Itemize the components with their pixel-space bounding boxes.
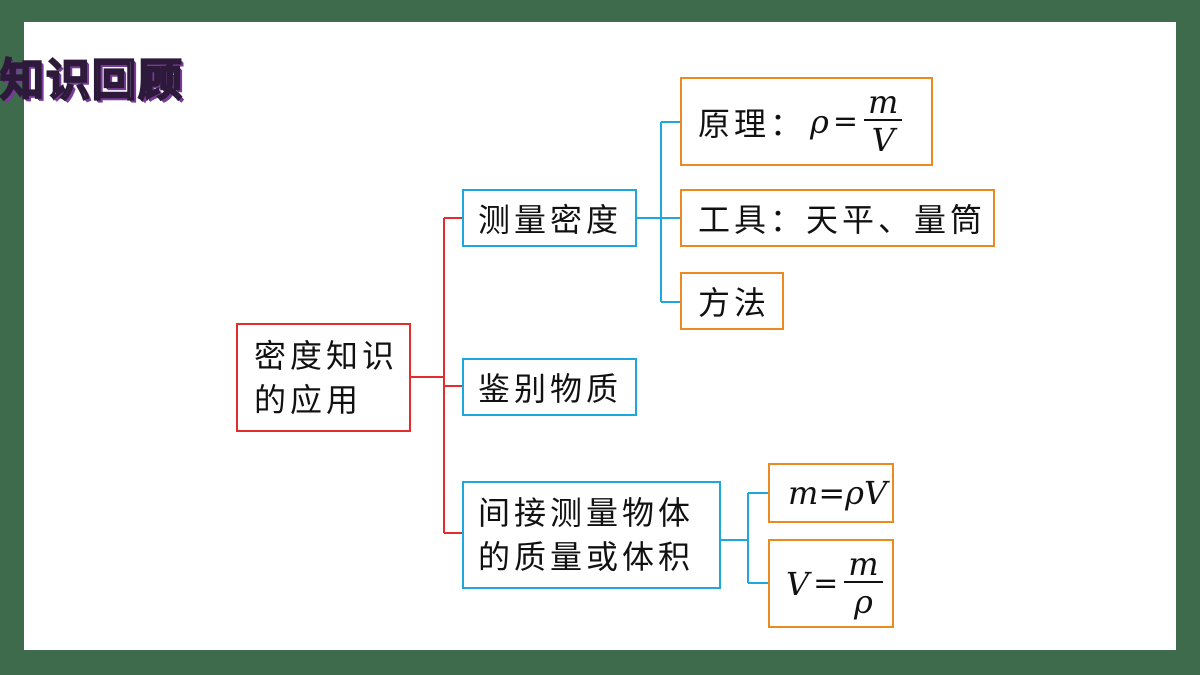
volume-fraction: m ρ <box>844 544 883 621</box>
root-node: 密度知识 的应用 <box>236 323 411 432</box>
tools-label: 工具：天平、量筒 <box>698 201 987 239</box>
branch-identify-substance-label: 鉴别物质 <box>478 370 623 408</box>
root-label-line1: 密度知识 <box>254 336 399 375</box>
volume-denominator: ρ <box>854 582 873 621</box>
volume-equals: = <box>813 566 839 601</box>
branch-indirect-line2: 的质量或体积 <box>478 538 695 576</box>
leaf-method: 方法 <box>680 272 784 330</box>
branch-measure-density: 测量密度 <box>462 189 637 247</box>
fraction-bar <box>863 118 903 121</box>
root-label-line2: 的应用 <box>254 380 363 419</box>
principle-numerator: m <box>867 82 899 121</box>
principle-denominator: V <box>871 120 895 159</box>
principle-fraction: m V <box>863 82 903 159</box>
volume-numerator: m <box>848 544 879 583</box>
mass-formula: m=ρV <box>788 474 888 512</box>
leaf-tools: 工具：天平、量筒 <box>680 189 995 247</box>
fraction-bar <box>844 580 883 583</box>
branch-indirect-measure: 间接测量物体 的质量或体积 <box>462 481 721 589</box>
leaf-principle: 原理： ρ = m V <box>680 77 933 166</box>
page-title: 知识回顾 <box>0 54 184 107</box>
branch-identify-substance: 鉴别物质 <box>462 358 637 416</box>
leaf-mass-formula: m=ρV <box>768 463 894 523</box>
volume-lhs: V <box>786 564 810 603</box>
leaf-volume-formula: V = m ρ <box>768 539 894 628</box>
principle-label: 原理： <box>698 104 807 143</box>
principle-rho: ρ <box>810 102 829 141</box>
branch-indirect-line1: 间接测量物体 <box>478 494 695 532</box>
branch-measure-density-label: 测量密度 <box>478 201 623 239</box>
method-label: 方法 <box>698 284 771 322</box>
principle-equals: = <box>832 104 858 139</box>
